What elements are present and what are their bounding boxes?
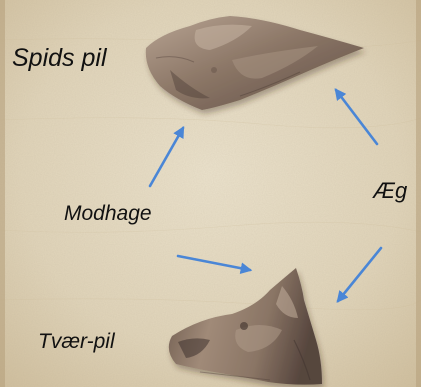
label-modhage: Modhage (64, 203, 152, 224)
label-spids-pil: Spids pil (12, 46, 107, 71)
label-tvaer-pil: Tvær-pil (38, 331, 115, 352)
label-aeg: Æg (373, 180, 407, 202)
